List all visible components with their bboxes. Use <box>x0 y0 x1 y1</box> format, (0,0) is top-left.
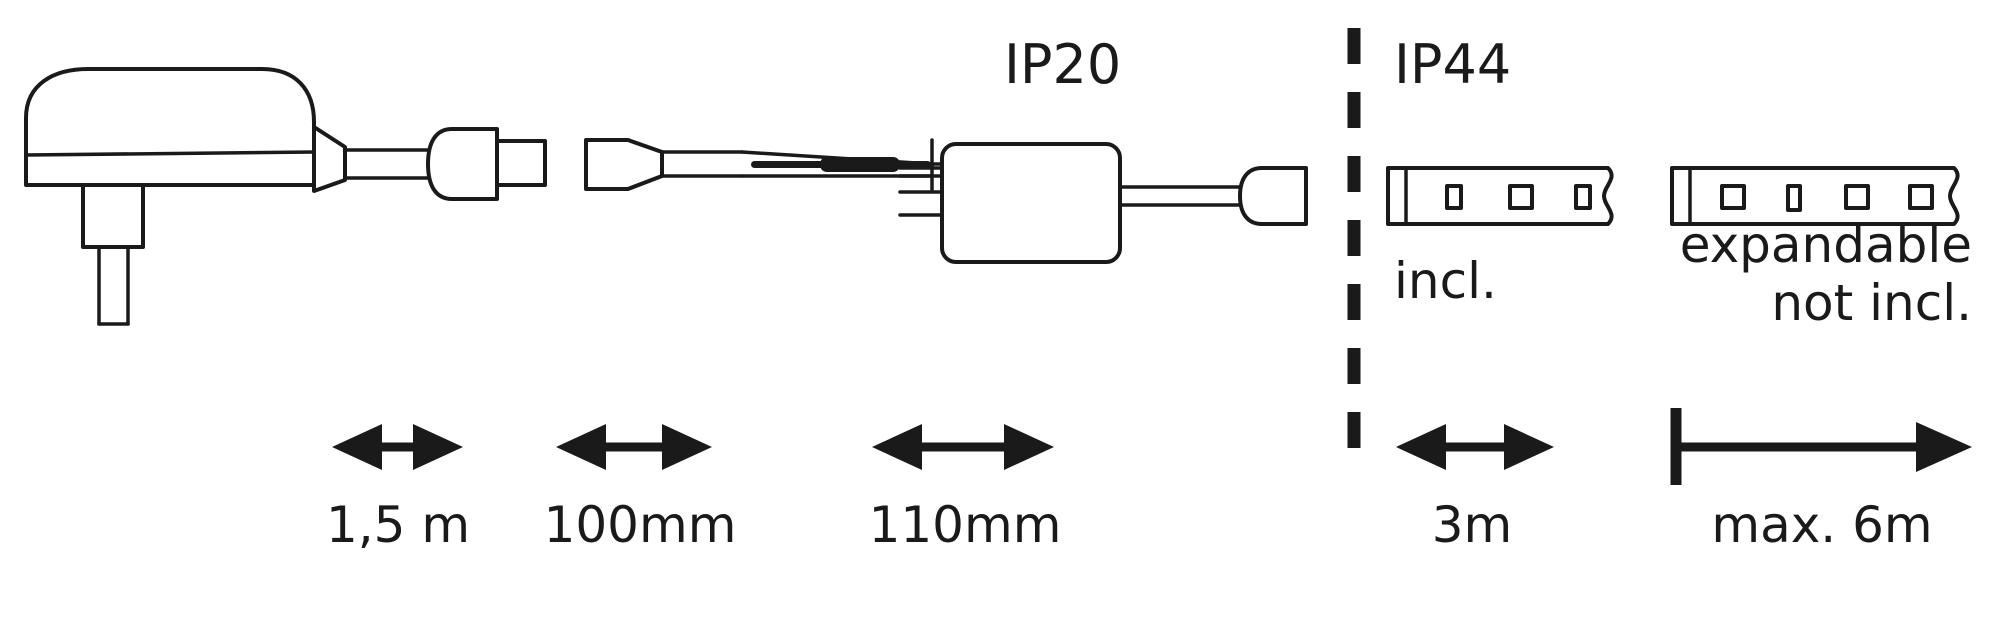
dimension-label-strip-expandable: max. 6m <box>1711 496 1932 554</box>
dimension-label-mains-cable: 1,5 m <box>326 496 470 554</box>
power-supply-graphic <box>24 67 347 326</box>
dc-plug-connector <box>584 138 664 191</box>
dimension-arrow-dc-extension <box>556 424 712 470</box>
dimension-arrow-strip-expandable <box>1670 408 1972 485</box>
led-strip-included <box>1386 166 1614 226</box>
ip20-label: IP20 <box>1004 33 1121 96</box>
included-note-label: incl. <box>1394 252 1497 310</box>
dimension-arrow-strip-included <box>1396 424 1554 470</box>
expandable-note-line2: not incl. <box>1771 274 1972 332</box>
led-strip-expandable <box>1670 166 1960 226</box>
dimension-label-controller-lead: 110mm <box>869 496 1062 554</box>
expandable-note-line1: expandable <box>1680 216 1972 274</box>
dc-extension-cable <box>660 138 980 192</box>
dimension-arrow-controller-lead <box>872 424 1054 470</box>
dimension-arrow-mains-cable <box>332 424 463 470</box>
dimension-label-dc-extension: 100mm <box>544 496 737 554</box>
dimension-label-strip-included: 3m <box>1432 496 1513 554</box>
dc-socket-connector <box>426 126 547 201</box>
strip-connector-cap <box>1238 166 1308 226</box>
ip44-label: IP44 <box>1394 33 1511 96</box>
controller-box <box>898 142 1242 264</box>
